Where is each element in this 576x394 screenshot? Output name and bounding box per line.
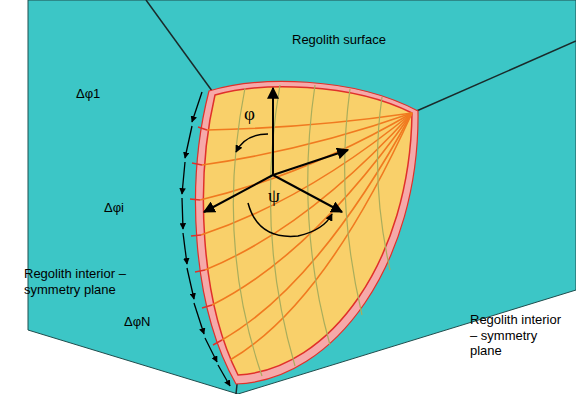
delta-phi-arrows [182,92,230,386]
band-ticks [190,127,222,345]
cube-edge [146,0,215,95]
increment-label: Δφi [104,200,124,216]
coordinate-axes [204,88,348,212]
cube-edge [412,41,576,113]
meridian-lines [200,113,412,360]
plane-label: Regolith interior – symmetry plane [470,312,570,359]
increment-label: ΔφN [124,314,151,330]
angle-label: ψ [268,186,280,207]
shell-band [196,81,418,384]
phi-arc [236,134,268,152]
increment-label: Δφ1 [76,86,100,102]
plane-label: Regolith interior – symmetry plane [24,266,164,297]
psi-arc [248,203,332,236]
surface-label: Regolith surface [292,32,386,48]
regolith-cube [28,0,576,394]
latitude-lines [233,85,390,376]
angle-label: φ [244,104,255,125]
